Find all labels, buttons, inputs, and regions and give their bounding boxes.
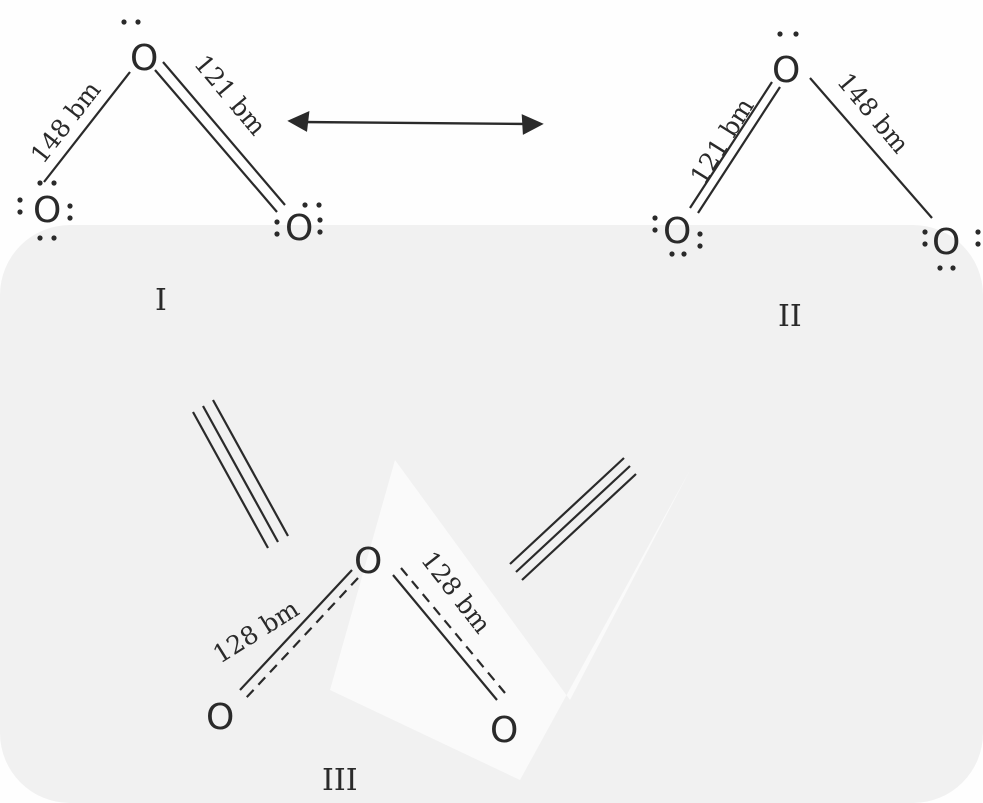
structure-1-atom-left: O [33,190,61,231]
structure-2-atom-right: O [932,222,960,263]
equivalence-sign-left [192,399,289,549]
structure-3-atom-right: O [490,710,518,751]
structure-1-lone-pairs [17,19,323,241]
structure-2-atom-left: O [663,211,691,252]
resonance-arrow [287,111,544,135]
structure-1-atom-right: O [285,208,313,249]
structure-2-atom-top: O [772,50,800,91]
structure-1-atom-top: O [130,38,158,79]
watermark [0,225,983,803]
structure-2-lone-pairs [652,31,981,271]
structure-2-single-bond [809,77,933,219]
structure-1-single-bond [43,71,131,183]
structure-2-double-bond [689,81,781,214]
structure-1-double-bond [154,61,286,213]
equivalence-sign-right [509,457,637,581]
structure-3-left-partial-bond [239,569,359,699]
structure-3-label: III [322,763,358,798]
structure-3-atom-left: O [206,697,234,738]
structure-3-right-partial-bond [392,567,506,701]
structure-2-right-bond-label: 148 bm [831,67,915,159]
structure-1-right-bond-label: 121 bm [188,49,272,141]
structure-1-label: I [155,283,167,318]
structure-3-atom-top: O [354,541,382,582]
structure-2-label: II [778,299,802,334]
